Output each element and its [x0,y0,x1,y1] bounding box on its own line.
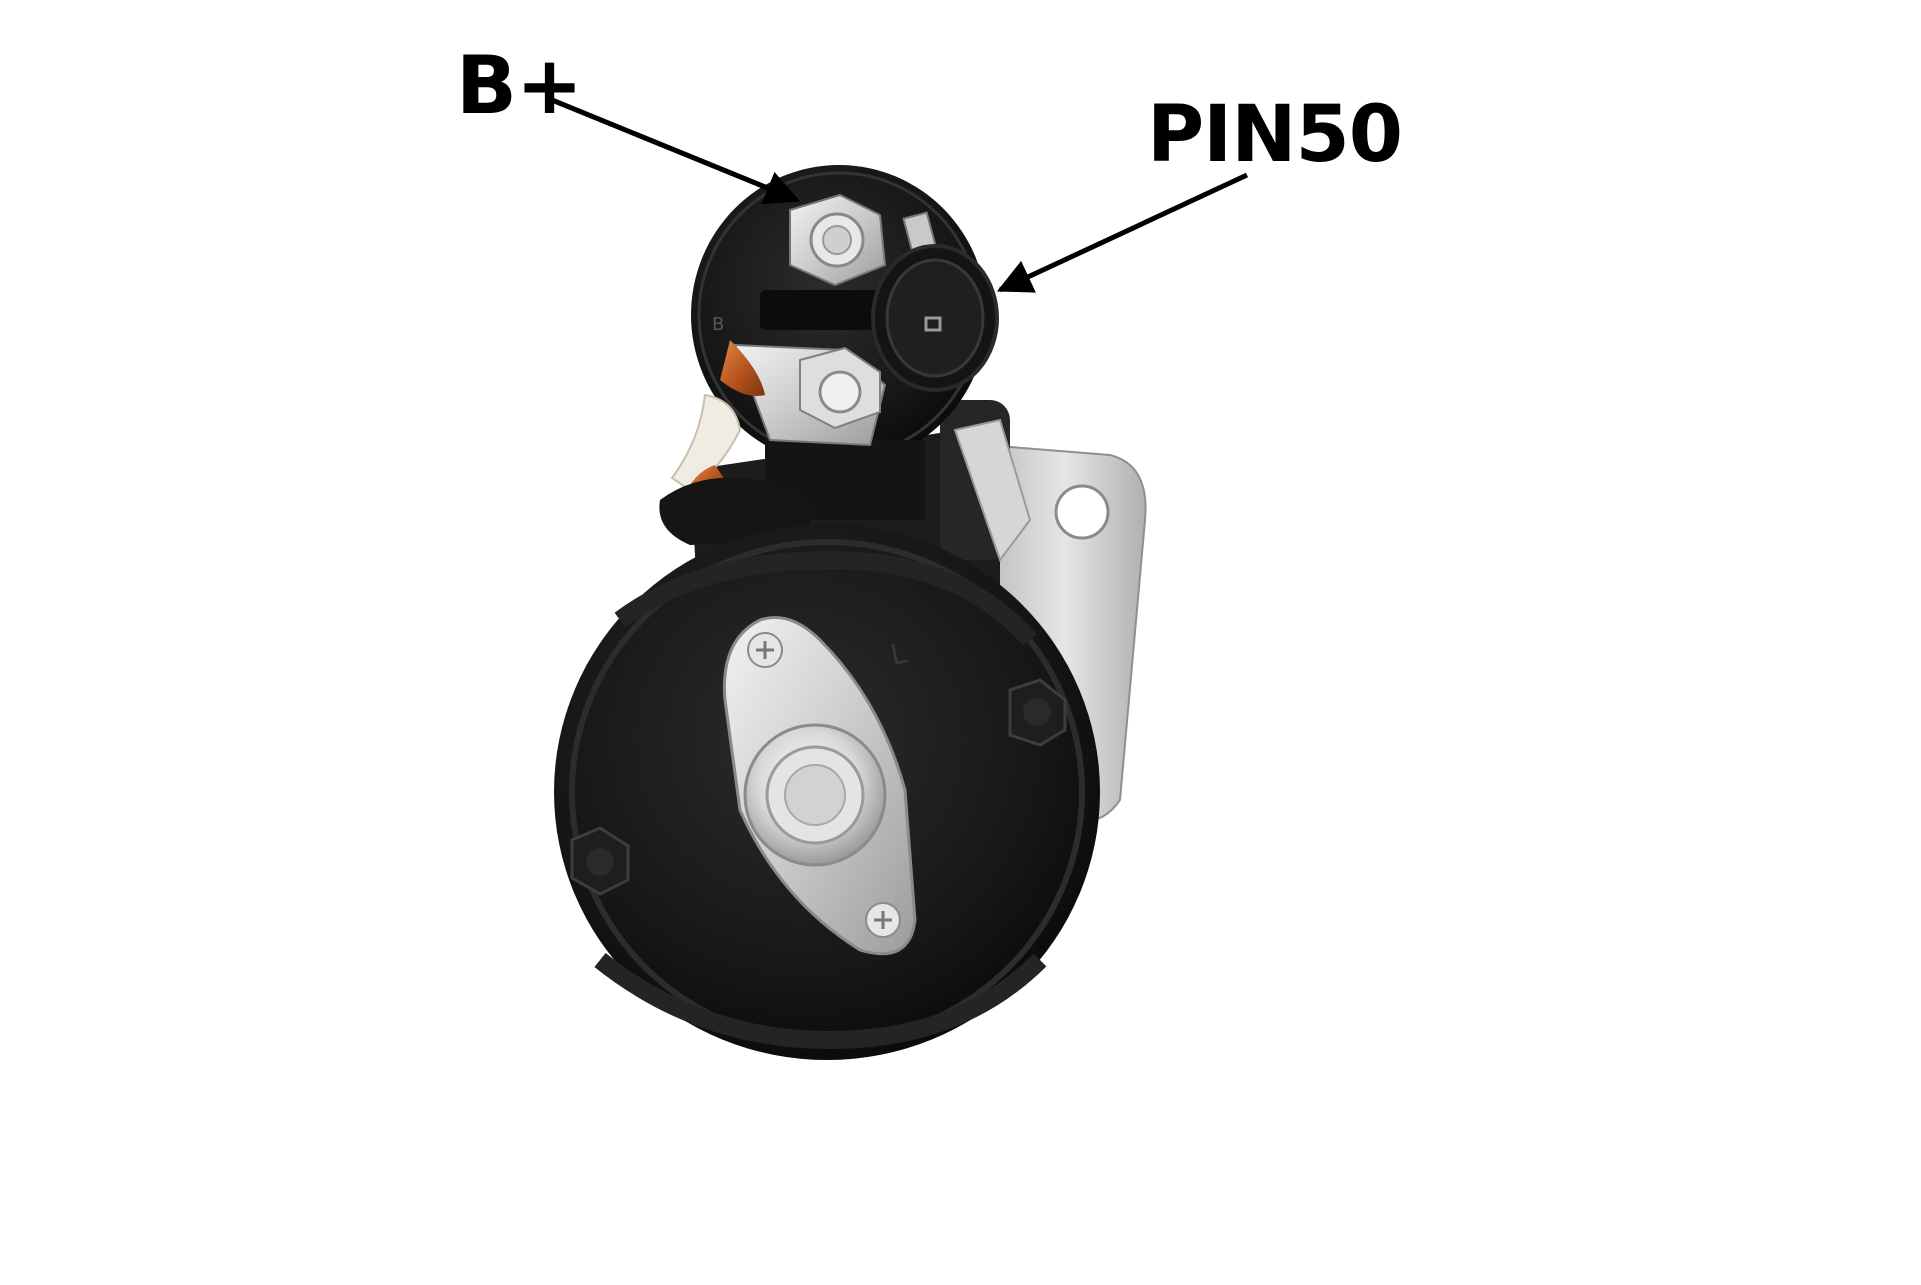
pin50-label: PIN50 [1147,90,1403,180]
bearing-plate [722,616,917,956]
b-plus-terminal [789,193,887,287]
end-cap-bolt-left [570,826,630,896]
lower-terminal [670,340,887,500]
b-plus-label: B+ [456,39,583,132]
end-cap-bolt-right [1008,678,1067,747]
pin50-arrow [996,172,1249,293]
housing-embossing: B [712,314,724,335]
pin50-connector [871,244,999,392]
terminal-bridge [760,290,880,330]
bracket-hole [1054,484,1110,540]
svg-text:L: L [888,636,911,672]
b-plus-arrow [551,97,801,205]
